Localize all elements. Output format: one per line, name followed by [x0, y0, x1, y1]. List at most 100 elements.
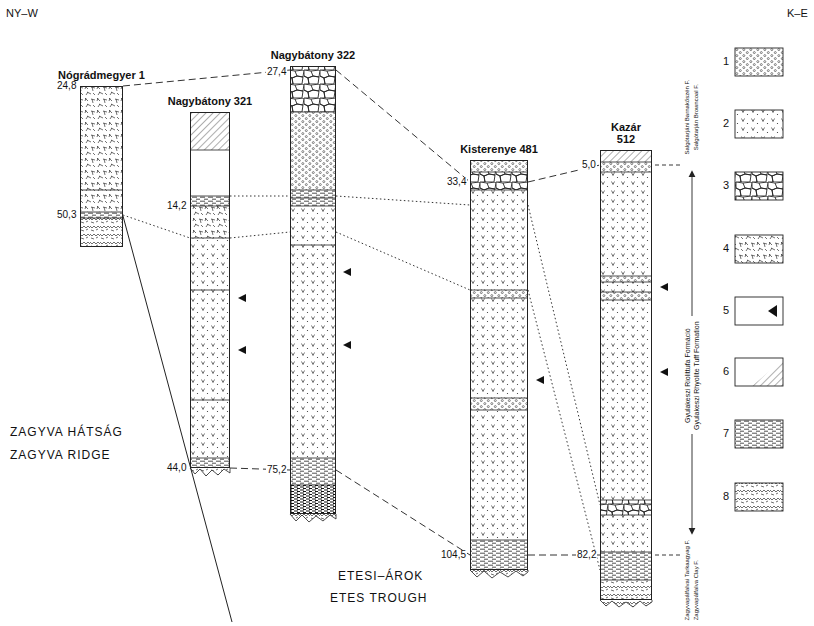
lithology-column	[600, 500, 652, 515]
lithology-column	[190, 468, 230, 476]
lithology-column	[600, 150, 652, 162]
lithology-column	[80, 212, 123, 218]
depth-label: 27,4	[266, 67, 287, 78]
legend-sample	[735, 420, 783, 448]
sample-marker	[343, 268, 351, 276]
lithology-column	[470, 172, 528, 540]
borehole-column: Kisterenye 481	[470, 160, 528, 570]
legend-sample	[768, 305, 777, 317]
lithology-column	[290, 66, 336, 112]
lithology-column	[80, 190, 123, 218]
lithology-column	[600, 276, 652, 282]
lithology-column	[290, 112, 336, 190]
legend-number: 7	[723, 428, 729, 440]
lithology-column	[470, 398, 528, 410]
lithology-column	[470, 172, 528, 190]
sample-marker	[343, 341, 351, 349]
lithology-column	[190, 206, 230, 238]
formation-label: Salgótarján Browncoal F.	[693, 84, 699, 150]
correlation-line	[336, 232, 470, 290]
formation-label: Zagyvapálfalvai Tarkaagyag F.	[684, 539, 690, 620]
region-label: NY–W	[6, 8, 38, 20]
lithology-column	[290, 66, 336, 514]
borehole-name: Nagybátony 322	[271, 49, 355, 62]
lithology-column	[80, 86, 123, 212]
lithology-column	[600, 500, 652, 515]
lithology-column	[290, 112, 336, 485]
legend-number: 3	[723, 180, 729, 192]
lithology-column	[190, 196, 230, 206]
borehole-column: Nagybátony 321	[190, 112, 230, 468]
lithology-column	[470, 398, 528, 410]
lithology-column	[290, 66, 336, 522]
sample-marker	[660, 368, 668, 376]
legend-number: 4	[723, 243, 729, 255]
depth-label: 5,0	[581, 160, 597, 171]
lithology-column	[470, 570, 528, 578]
sample-marker	[238, 294, 246, 302]
lithology-column	[290, 458, 336, 485]
region-label: ETES TROUGH	[330, 592, 427, 605]
region-label: K–E	[787, 8, 808, 20]
lithology-column	[600, 552, 652, 580]
formation-label: Salgótarjáni Barnakőszén F.	[684, 80, 690, 155]
lithology-column	[470, 290, 528, 298]
legend-sample	[752, 360, 783, 386]
lithology-column	[600, 600, 652, 607]
lithology-column	[600, 292, 652, 300]
depth-label: 82,2	[576, 550, 597, 561]
legend-number: 1	[723, 56, 729, 68]
legend-sample	[735, 483, 783, 511]
sample-marker	[238, 346, 246, 354]
lithology-column	[80, 86, 123, 247]
formation-bracket	[692, 434, 693, 533]
correlation-line	[528, 205, 600, 505]
lithology-column	[190, 112, 230, 468]
lithology-column	[290, 206, 336, 458]
borehole-name: Kazár 512	[603, 121, 649, 146]
borehole-column: Kazár 512	[600, 150, 652, 600]
lithology-column	[600, 515, 652, 552]
lithology-column	[190, 458, 230, 468]
borehole-name: Kisterenye 481	[460, 143, 538, 156]
legend-number: 5	[723, 305, 729, 317]
region-label: ETESI–ÁROK	[338, 570, 423, 583]
lithology-column	[600, 162, 652, 172]
depth-label: 24,8	[56, 81, 77, 92]
region-label: ZAGYVA HÁTSÁG	[10, 426, 123, 439]
depth-label: 44,0	[166, 463, 187, 474]
borehole-name: Nagybátony 321	[168, 95, 252, 108]
region-label: ZAGYVA RIDGE	[10, 449, 110, 462]
lithology-column	[600, 172, 652, 500]
correlation-line	[230, 196, 290, 197]
correlation-line	[528, 290, 600, 570]
legend-sample	[735, 110, 783, 138]
correlation-line	[230, 232, 290, 238]
lithology-column	[470, 290, 528, 298]
legend-sample	[735, 297, 783, 325]
legend-sample	[735, 235, 783, 263]
ridge-boundary	[123, 216, 232, 622]
correlation-line	[336, 70, 470, 182]
legend-sample	[735, 172, 783, 200]
lithology-column	[290, 485, 336, 514]
sample-marker	[238, 268, 668, 384]
correlation-line	[123, 215, 190, 238]
lithology-column	[470, 540, 528, 570]
legend-sample	[735, 48, 783, 76]
correlation-line	[123, 70, 290, 86]
lithology-column	[290, 514, 336, 522]
sample-marker	[660, 283, 668, 291]
lithology-column	[600, 580, 652, 600]
lithology-column	[80, 86, 123, 247]
depth-label: 33,4	[446, 177, 467, 188]
formation-bracket	[655, 165, 680, 166]
correlation-line	[336, 196, 470, 205]
formation-label: Zagyvapálfalva Clay F.	[693, 560, 699, 620]
lithology-column	[190, 238, 230, 458]
depth-label: 104,5	[440, 550, 467, 561]
sample-marker	[536, 376, 544, 384]
lithology-column	[470, 160, 528, 578]
depth-label: 50,3	[56, 210, 77, 221]
